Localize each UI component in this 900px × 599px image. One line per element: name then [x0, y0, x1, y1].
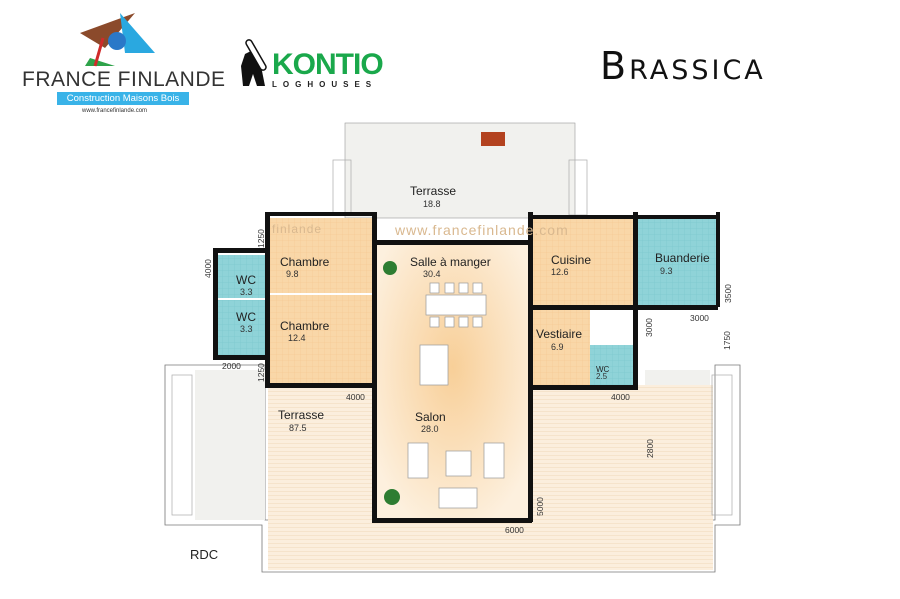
- room-label: WC: [236, 310, 256, 324]
- room-label: Cuisine: [551, 253, 592, 267]
- walls: [213, 212, 720, 523]
- room-wc-1: [218, 255, 270, 298]
- room-area: 2.5: [596, 372, 608, 381]
- dimension: 1750: [722, 331, 732, 350]
- dimension: 2800: [645, 439, 655, 458]
- france-finlande-tagline: Construction Maisons Bois: [57, 92, 189, 105]
- room-area: 87.5: [289, 423, 307, 433]
- room-label: Salon: [415, 410, 446, 424]
- room-area: 12.6: [551, 267, 569, 277]
- dimension: 3500: [723, 284, 733, 303]
- room-label: WC: [236, 273, 256, 287]
- france-finlande-url: www.francefinlande.com: [82, 108, 148, 114]
- room-label: WC: [596, 365, 610, 374]
- room-area: 9.8: [286, 269, 299, 279]
- dimension: 4000: [611, 392, 630, 402]
- watermark-small: finlande: [272, 222, 323, 236]
- room-wc-2: [218, 300, 270, 355]
- stone-top-terrace: [344, 122, 576, 219]
- room-chambre-2: [270, 295, 373, 385]
- room-chambre-1: [270, 218, 373, 293]
- dimension: 3000: [644, 318, 654, 337]
- plant-icon: [383, 261, 400, 505]
- kontio-name: KONTIO: [272, 48, 384, 81]
- dimension: 2000: [222, 361, 241, 371]
- room-label: Chambre: [280, 255, 330, 269]
- stone-left: [195, 370, 265, 520]
- watermark: www.francefinlande.com: [395, 222, 569, 238]
- level-label: RDC: [190, 547, 219, 562]
- room-label: Chambre: [280, 319, 330, 333]
- room-wc-3: [590, 345, 635, 385]
- kontio-sub: LOGHOUSES: [272, 80, 378, 89]
- room-vestiaire: [530, 310, 590, 385]
- room-area: 18.8: [423, 199, 441, 209]
- dimension: 6000: [505, 525, 524, 535]
- room-area: 30.4: [423, 269, 441, 279]
- dimension: 4000: [203, 259, 213, 278]
- dimension: 1250: [256, 363, 266, 382]
- room-salle-salon: [375, 240, 530, 522]
- room-area: 3.3: [240, 287, 253, 297]
- room-area: 6.9: [551, 342, 564, 352]
- room-label: Terrasse: [410, 184, 457, 198]
- dimension: 5000: [535, 497, 545, 516]
- room-label: Salle à manger: [410, 255, 491, 269]
- chimney: [481, 132, 505, 146]
- bear-icon: [241, 39, 267, 86]
- room-area: 12.4: [288, 333, 306, 343]
- room-label: Terrasse: [278, 408, 325, 422]
- room-cuisine: [530, 218, 635, 305]
- france-finlande-name: FRANCE FINLANDE: [22, 68, 226, 91]
- dimension: 1250: [256, 229, 266, 248]
- page-title: Brassica: [600, 44, 766, 88]
- room-buanderie: [637, 218, 717, 305]
- dimension: 4000: [346, 392, 365, 402]
- room-area: 3.3: [240, 324, 253, 334]
- room-area: 28.0: [421, 424, 439, 434]
- room-area: 9.3: [660, 266, 673, 276]
- room-label: Buanderie: [655, 251, 710, 265]
- dimension: 3000: [690, 313, 709, 323]
- france-finlande-emblem-icon: [80, 13, 155, 67]
- room-label: Vestiaire: [536, 327, 583, 341]
- dining-table: [407, 282, 505, 509]
